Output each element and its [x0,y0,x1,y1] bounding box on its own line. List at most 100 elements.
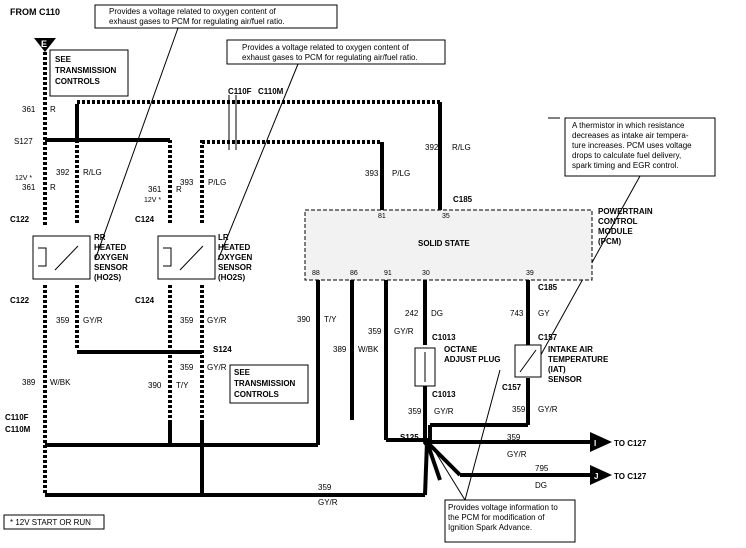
iat-label-4: SENSOR [548,375,582,384]
lbl-393-a: 393 [180,178,194,187]
lbl-plg-a: P/LG [208,178,226,187]
lr-sensor-line4: SENSOR [218,263,252,272]
lbl-c122-bottom: C122 [10,296,30,305]
lbl-359-h: 359 [318,483,332,492]
arrow-i [590,432,612,452]
lbl-gyr-h: GY/R [318,498,338,507]
octane-label-1: OCTANE [444,345,478,354]
arrow-i-letter: I [594,439,596,448]
iat-sensor-symbol [519,349,537,373]
lbl-12v-a: 12V * [15,175,32,182]
wire-fan-1 [425,440,462,477]
note-octane-line1: Provides voltage information to [448,503,558,512]
lbl-242: 242 [405,309,419,318]
note-iat-line2: decreases as intake air tempera- [572,131,689,140]
lbl-gyr-a: GY/R [83,316,103,325]
rr-sensor-line1: RR [94,233,106,242]
note-box-octane [444,499,576,543]
note-octane-line2: the PCM for modification of [448,513,545,522]
lbl-390-a: 390 [148,381,162,390]
note-octane-line3: Ignition Spark Advance. [448,523,532,532]
see-trans-box-1 [49,49,129,97]
lbl-wbk-b: W/BK [358,345,379,354]
lbl-c1013-bottom: C1013 [432,390,456,399]
pcm-label-4: (PCM) [598,237,621,246]
rr-ho2s-sensor [32,235,91,280]
lbl-s124: S124 [213,345,232,354]
lbl-c110m-left: C110M [5,425,31,434]
arrow-j-letter: J [594,472,598,481]
octane-label-2: ADJUST PLUG [444,355,500,364]
iat-label-3: (IAT) [548,365,566,374]
note-rr-line1: Provides a voltage related to oxygen con… [109,7,277,16]
lbl-ty-a: T/Y [176,381,189,390]
pin-81: 81 [378,213,386,220]
lbl-gy: GY [538,309,550,318]
lbl-c185-top: C185 [453,195,473,204]
pcm-label-3: MODULE [598,227,633,236]
lbl-393-b: 393 [365,169,379,178]
wire-fan-3 [423,441,429,496]
lbl-359-g: 359 [507,433,521,442]
lr-ho2s-sensor [157,235,216,280]
lbl-plg-b: P/LG [392,169,410,178]
lbl-c185-bottom: C185 [538,283,558,292]
lbl-c122-top: C122 [10,215,30,224]
lbl-c1013-top: C1013 [432,333,456,342]
lbl-gyr-g: GY/R [507,450,527,459]
leader-lr [217,63,299,261]
lbl-389-a: 389 [22,378,36,387]
lbl-rlg-b: R/LG [452,143,471,152]
note-iat-line1: A thermistor in which resistance [572,121,685,130]
lr-sensor-line3: OXYGEN [218,253,252,262]
note-box-12v [3,514,105,530]
lbl-359-f: 359 [512,405,526,414]
pin-86: 86 [350,270,358,277]
note-rr-line2: exhaust gases to PCM for regulating air/… [109,17,285,26]
lbl-390-b: 390 [297,315,311,324]
see-trans-box-2 [229,364,309,404]
pin-39: 39 [526,270,534,277]
iat-label-2: TEMPERATURE [548,355,609,364]
to-c127-1: TO C127 [614,439,647,448]
note-box-iat [564,117,716,177]
pin-35: 35 [442,213,450,220]
lr-heater-symbol [163,247,172,267]
pcm-solid-state: SOLID STATE [418,239,470,248]
note-iat-line3: ture increases. PCM uses voltage [572,141,692,150]
rr-sensor-line3: OXYGEN [94,253,128,262]
lbl-743: 743 [510,309,524,318]
lbl-wbk-a: W/BK [50,378,71,387]
arrow-j [590,465,612,485]
lbl-gyr-e: GY/R [434,407,454,416]
lbl-c124-top: C124 [135,215,155,224]
lbl-s127: S127 [14,137,33,146]
pcm-label-1: POWERTRAIN [598,207,653,216]
pin-91: 91 [384,270,392,277]
rr-sensor-line2: HEATED [94,243,127,252]
from-c110-label: FROM C110 [10,7,60,17]
wire-fan-2 [425,441,442,481]
lbl-c124-bottom: C124 [135,296,155,305]
lbl-r-b: R [176,185,182,194]
lbl-gyr-d: GY/R [394,327,414,336]
lbl-359-e: 359 [408,407,422,416]
rr-sensor-line5: (HO2S) [94,273,121,282]
pcm-module [304,209,593,281]
lbl-361-top: 361 [22,105,36,114]
lr-sensor-symbol [179,245,204,271]
connector-e-letter: E [41,39,47,49]
iat-label-1: INTAKE AIR [548,345,593,354]
note-lr-line2: exhaust gases to PCM for regulating air/… [242,53,418,62]
lbl-gyr-f: GY/R [538,405,558,414]
lbl-ty-b: T/Y [324,315,337,324]
lbl-359-d: 359 [368,327,382,336]
rr-sensor-line4: SENSOR [94,263,128,272]
lbl-c110m-top: C110M [258,87,284,96]
lbl-389-b: 389 [333,345,347,354]
lr-sensor-line5: (HO2S) [218,273,245,282]
lbl-r-top: R [50,105,56,114]
lbl-392-a: 392 [56,168,70,177]
lbl-359-a: 359 [56,316,70,325]
